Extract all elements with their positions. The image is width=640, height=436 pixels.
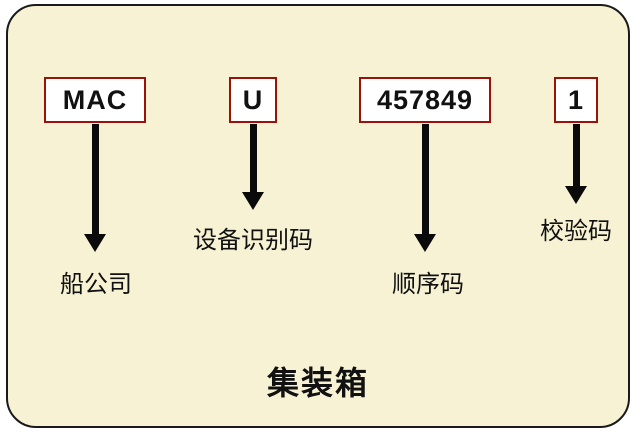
- arrow-head-icon: [242, 192, 264, 210]
- code-box-owner: MAC: [44, 77, 146, 123]
- container-code-diagram-card: MAC 船公司 U 设备识别码 457849 顺序码 1 校验码 集装箱: [6, 4, 630, 428]
- arrow-head-icon: [84, 234, 106, 252]
- label-shipping-company: 船公司: [60, 271, 132, 298]
- label-check-digit: 校验码: [540, 218, 612, 245]
- arrow-down-icon: [565, 124, 587, 204]
- label-serial-number: 顺序码: [392, 271, 464, 298]
- diagram-title: 集装箱: [266, 365, 370, 401]
- arrow-shaft: [249, 124, 257, 192]
- arrow-shaft: [572, 124, 580, 186]
- arrow-shaft: [91, 124, 99, 234]
- label-equipment-id: 设备识别码: [193, 227, 313, 254]
- arrow-down-icon: [414, 124, 436, 252]
- arrow-head-icon: [414, 234, 436, 252]
- arrow-down-icon: [242, 124, 264, 210]
- arrow-down-icon: [84, 124, 106, 252]
- code-box-equipment-id: U: [229, 77, 277, 123]
- arrow-shaft: [421, 124, 429, 234]
- code-box-serial-number: 457849: [359, 77, 491, 123]
- code-box-check-digit: 1: [554, 77, 598, 123]
- arrow-head-icon: [565, 186, 587, 204]
